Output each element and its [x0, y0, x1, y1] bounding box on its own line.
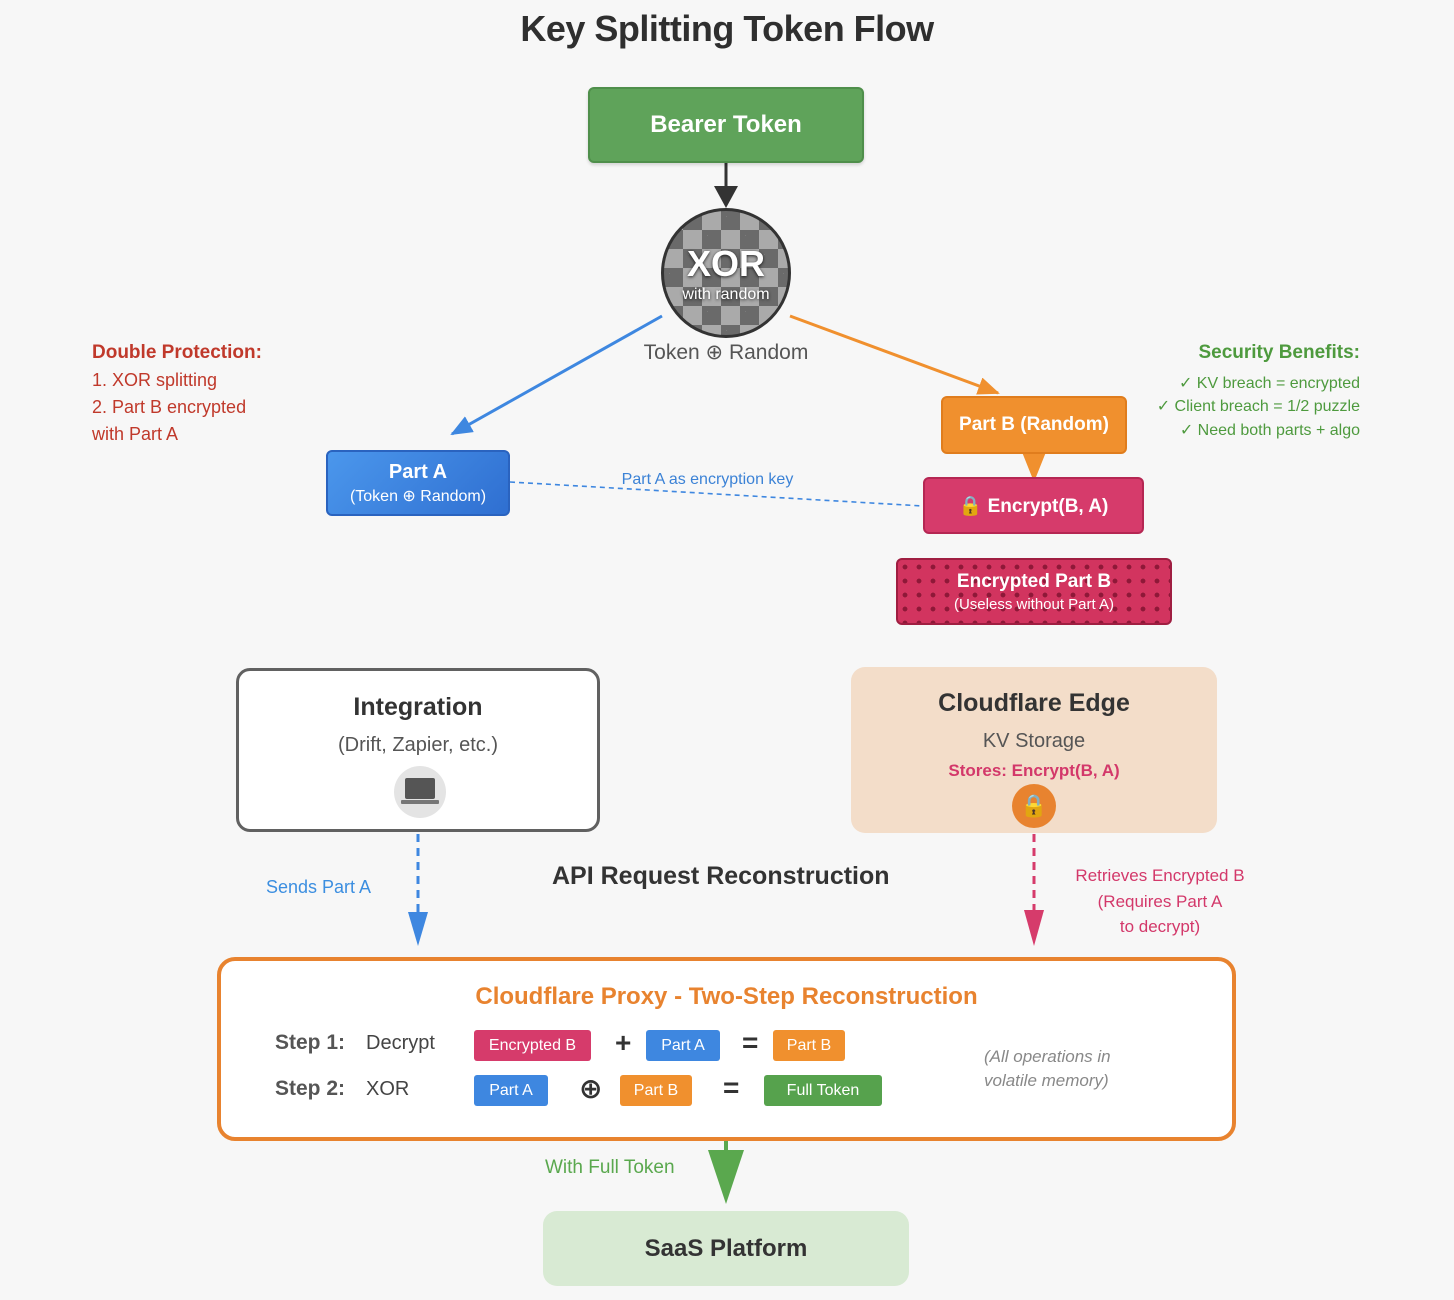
- cloudflare-edge-subtitle: KV Storage: [982, 730, 1086, 752]
- arrowhead-proxy-to-saas: [708, 1150, 744, 1204]
- part-a-sublabel: (Token ⊕ Random): [349, 487, 487, 505]
- volatile-memory-note: (All operations in volatile memory): [984, 1045, 1111, 1093]
- arrowhead-bearer-to-xor: [714, 186, 738, 208]
- integration-title: Integration: [353, 693, 483, 721]
- step2-equals-symbol: =: [723, 1072, 740, 1103]
- encrypt-box: 🔒 Encrypt(B, A): [923, 477, 1144, 534]
- cloudflare-edge-stores: Stores: Encrypt(B, A): [948, 761, 1120, 780]
- integration-box: Integration (Drift, Zapier, etc.): [236, 668, 600, 832]
- api-request-title: API Request Reconstruction: [552, 862, 890, 890]
- arrowhead-integration-to-proxy: [408, 912, 428, 946]
- security-benefit-line: ✓ Client breach = 1/2 puzzle: [1156, 398, 1360, 415]
- encrypted-part-b-label: Encrypted Part B: [956, 570, 1112, 592]
- xor-node: XOR with random: [661, 208, 791, 338]
- step1-label: Step 1:: [275, 1031, 346, 1054]
- laptop-base: [401, 800, 439, 804]
- cloudflare-edge-box: Cloudflare Edge KV Storage Stores: Encry…: [851, 667, 1217, 833]
- step2-xor-symbol: ⊕: [579, 1073, 603, 1104]
- arrow-xor-to-part-b: [789, 314, 1000, 395]
- lock-icon: 🔒: [1012, 784, 1056, 828]
- volatile-note-line: volatile memory): [984, 1071, 1109, 1090]
- double-protection-line: with Part A: [92, 424, 179, 444]
- step1-equals-symbol: =: [742, 1027, 759, 1058]
- step1-input-encrypted-b: Encrypted B: [474, 1030, 591, 1061]
- retrieves-line: to decrypt): [1119, 917, 1201, 936]
- token-random-caption: Token ⊕ Random: [643, 341, 809, 364]
- xor-label: XOR: [686, 243, 765, 284]
- part-b-box: Part B (Random): [941, 396, 1127, 454]
- step2-label: Step 2:: [275, 1077, 346, 1100]
- step1-plus-symbol: +: [615, 1027, 632, 1058]
- step2-operation: XOR: [366, 1078, 410, 1100]
- step2-input-part-a: Part A: [474, 1075, 548, 1106]
- diagram-title: Key Splitting Token Flow: [520, 8, 934, 49]
- cloudflare-edge-title: Cloudflare Edge: [938, 689, 1130, 717]
- encrypted-part-b-box: Encrypted Part B (Useless without Part A…: [896, 558, 1172, 625]
- part-a-box: Part A (Token ⊕ Random): [326, 450, 510, 516]
- xor-sublabel: with random: [682, 286, 770, 303]
- cloudflare-proxy-box: Cloudflare Proxy - Two-Step Reconstructi…: [217, 957, 1236, 1141]
- arrowhead-edge-to-proxy: [1024, 910, 1044, 946]
- saas-platform-box: SaaS Platform: [543, 1211, 909, 1286]
- step1-input-part-a: Part A: [646, 1030, 720, 1061]
- laptop-screen: [405, 778, 435, 799]
- arrow-xor-to-part-a: [450, 314, 663, 436]
- laptop-icon: [394, 766, 446, 818]
- security-benefit-line: ✓ Need both parts + algo: [1179, 422, 1360, 439]
- with-full-token-label: With Full Token: [545, 1157, 675, 1178]
- part-a-key-label: Part A as encryption key: [621, 471, 794, 488]
- step1-output-part-b: Part B: [773, 1030, 845, 1061]
- proxy-title: Cloudflare Proxy - Two-Step Reconstructi…: [475, 983, 978, 1010]
- encrypted-part-b-sublabel: (Useless without Part A): [953, 595, 1115, 613]
- integration-subtitle: (Drift, Zapier, etc.): [337, 734, 499, 756]
- step1-operation: Decrypt: [366, 1032, 435, 1054]
- double-protection-line: 2. Part B encrypted: [92, 397, 247, 417]
- double-protection-title: Double Protection:: [92, 342, 262, 363]
- bearer-token-box: Bearer Token: [588, 87, 864, 163]
- security-benefits-title: Security Benefits:: [1198, 342, 1360, 363]
- dashed-part-a-key-line: [509, 481, 924, 507]
- step2-input-part-b: Part B: [620, 1075, 692, 1106]
- retrieves-line: (Requires Part A: [1097, 892, 1223, 911]
- retrieves-line: Retrieves Encrypted B: [1075, 866, 1245, 885]
- volatile-note-line: (All operations in: [984, 1047, 1111, 1066]
- sends-part-a-label: Sends Part A: [266, 877, 372, 897]
- double-protection-line: 1. XOR splitting: [92, 370, 218, 390]
- part-a-label: Part A: [388, 460, 448, 483]
- step2-output-full-token: Full Token: [764, 1075, 882, 1106]
- security-benefit-line: ✓ KV breach = encrypted: [1178, 375, 1360, 392]
- arrowhead-part-b-to-encrypt: [1022, 452, 1046, 482]
